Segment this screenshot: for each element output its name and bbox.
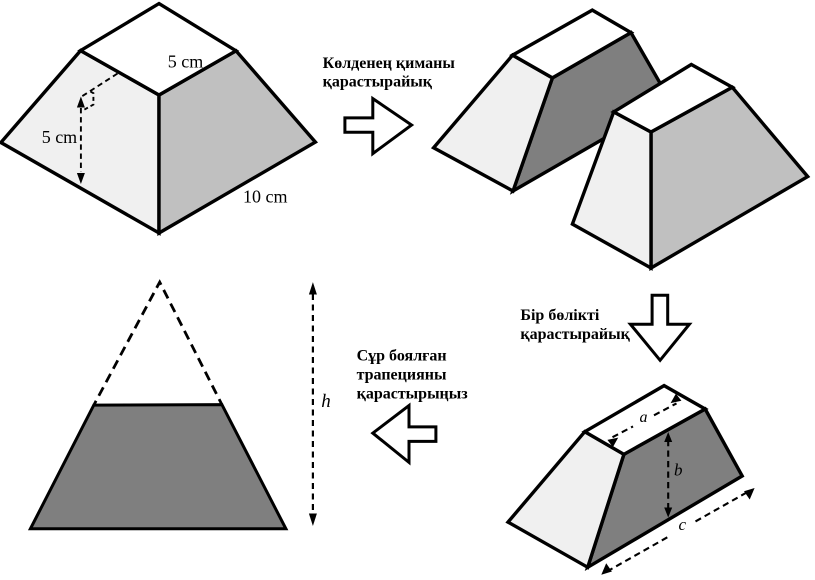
svg-text:қарастырайық: қарастырайық — [323, 74, 433, 91]
svg-text:h: h — [321, 391, 331, 412]
svg-text:трапецияны: трапецияны — [357, 367, 447, 384]
svg-text:a: a — [640, 409, 648, 426]
svg-text:5 cm: 5 cm — [168, 52, 204, 72]
svg-text:b: b — [674, 460, 683, 479]
svg-text:Сұр боялған: Сұр боялған — [357, 347, 447, 364]
svg-text:5 cm: 5 cm — [42, 127, 77, 147]
svg-text:қарастырыңыз: қарастырыңыз — [357, 385, 469, 402]
svg-text:10 cm: 10 cm — [243, 186, 288, 206]
svg-text:Бір бөлікті: Бір бөлікті — [520, 307, 599, 324]
svg-text:Көлденең қиманы: Көлденең қиманы — [323, 55, 456, 72]
svg-text:c: c — [679, 515, 687, 534]
svg-text:қарастырайық: қарастырайық — [520, 326, 630, 343]
